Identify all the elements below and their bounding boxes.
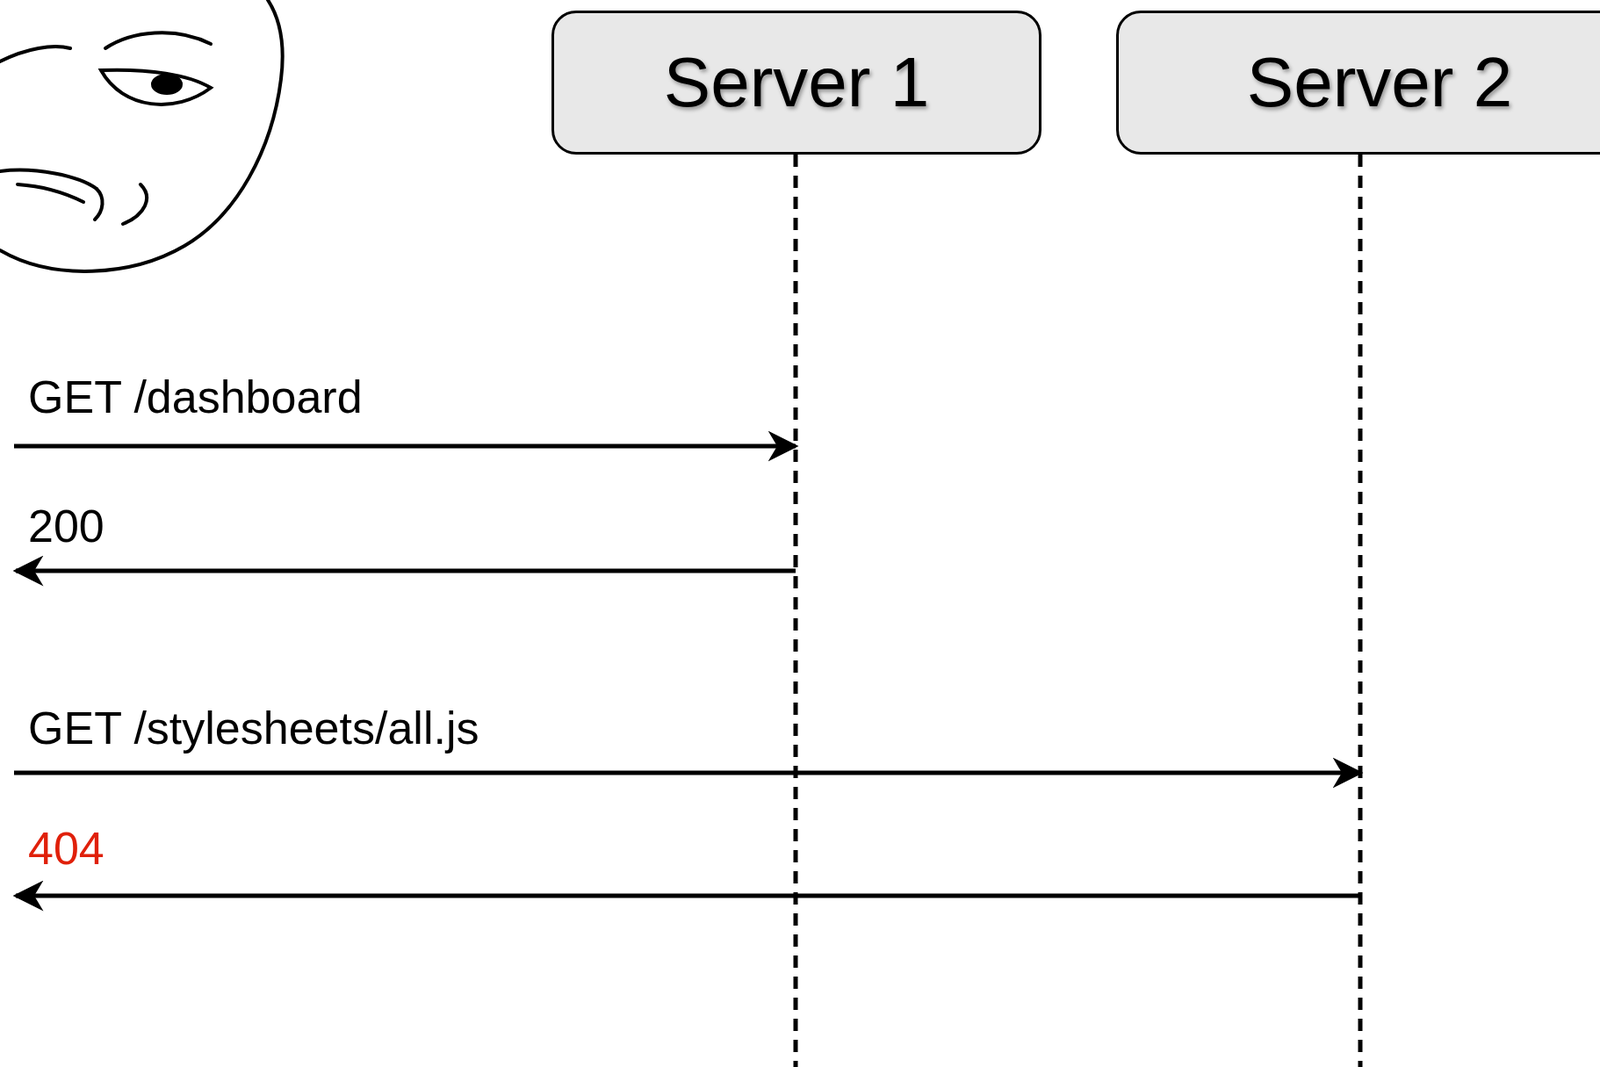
lifelines (795, 154, 1361, 1067)
messages (14, 446, 1361, 896)
troll-face (0, 0, 283, 272)
request-arrow (14, 444, 796, 449)
message-label: GET /dashboard (24, 372, 367, 423)
response-arrow (15, 893, 1361, 899)
request-arrow (14, 771, 1361, 776)
message-label: GET /stylesheets/all.js (24, 703, 483, 754)
server-name: Server 1 (663, 42, 930, 123)
response-arrow (15, 569, 796, 574)
lifeline (793, 154, 799, 1067)
lifeline (1358, 154, 1363, 1067)
message-label: 404 (24, 823, 109, 874)
server-box: Server 1 (551, 10, 1042, 155)
message-label: 200 (24, 501, 109, 552)
server-box: Server 2 (1116, 10, 1600, 155)
server-name: Server 2 (1246, 42, 1513, 123)
